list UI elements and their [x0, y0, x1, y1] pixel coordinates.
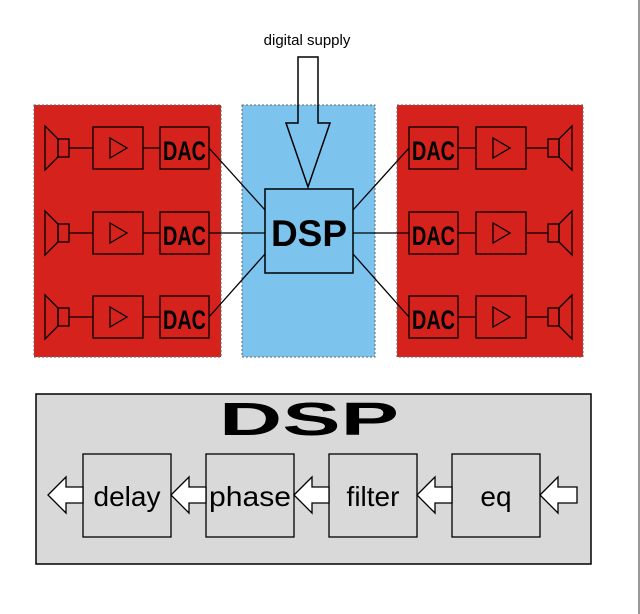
- phase-box: [205, 453, 295, 538]
- dac-label: DAC: [163, 305, 206, 335]
- dac-label: DAC: [163, 221, 206, 251]
- dac-box: [408, 211, 459, 255]
- dac-box: [159, 211, 210, 255]
- right-channel-panel: [396, 104, 584, 358]
- dac-dsp-connections: [208, 147, 410, 318]
- arrow-icon: [539, 475, 578, 515]
- right-channel-row: DAC: [408, 294, 573, 340]
- eq-box: [451, 453, 541, 538]
- dac-label: DAC: [163, 136, 206, 166]
- dac-box: [408, 126, 459, 170]
- right-channel-row: DAC: [408, 125, 573, 171]
- right-channel-row: DAC: [408, 210, 573, 256]
- dac-box: [408, 295, 459, 339]
- digital-supply-label: digital supply: [264, 32, 351, 49]
- left-channel-row: DAC: [44, 125, 210, 171]
- dac-label: DAC: [412, 305, 455, 335]
- supply-arrow-icon: [284, 56, 332, 190]
- dac-box: [159, 295, 210, 339]
- dsp-chain-title: DSP: [219, 393, 399, 445]
- phase-label: phase: [209, 481, 291, 512]
- dac-label: DAC: [412, 136, 455, 166]
- left-channel-row: DAC: [44, 294, 210, 340]
- delay-box: [82, 453, 172, 538]
- eq-label: eq: [480, 481, 511, 512]
- left-channel-panel: [33, 104, 222, 358]
- dac-box: [159, 126, 210, 170]
- arrow-icon: [293, 475, 330, 515]
- dac-label: DAC: [412, 221, 455, 251]
- filter-box: [328, 453, 418, 538]
- left-channel-row: DAC: [44, 210, 210, 256]
- dsp-center-box: [264, 188, 354, 274]
- arrow-icon: [47, 475, 84, 515]
- delay-label: delay: [94, 481, 161, 512]
- filter-label: filter: [347, 481, 400, 512]
- arrow-icon: [416, 475, 453, 515]
- arrow-icon: [170, 475, 207, 515]
- dsp-center-label: DSP: [271, 213, 347, 254]
